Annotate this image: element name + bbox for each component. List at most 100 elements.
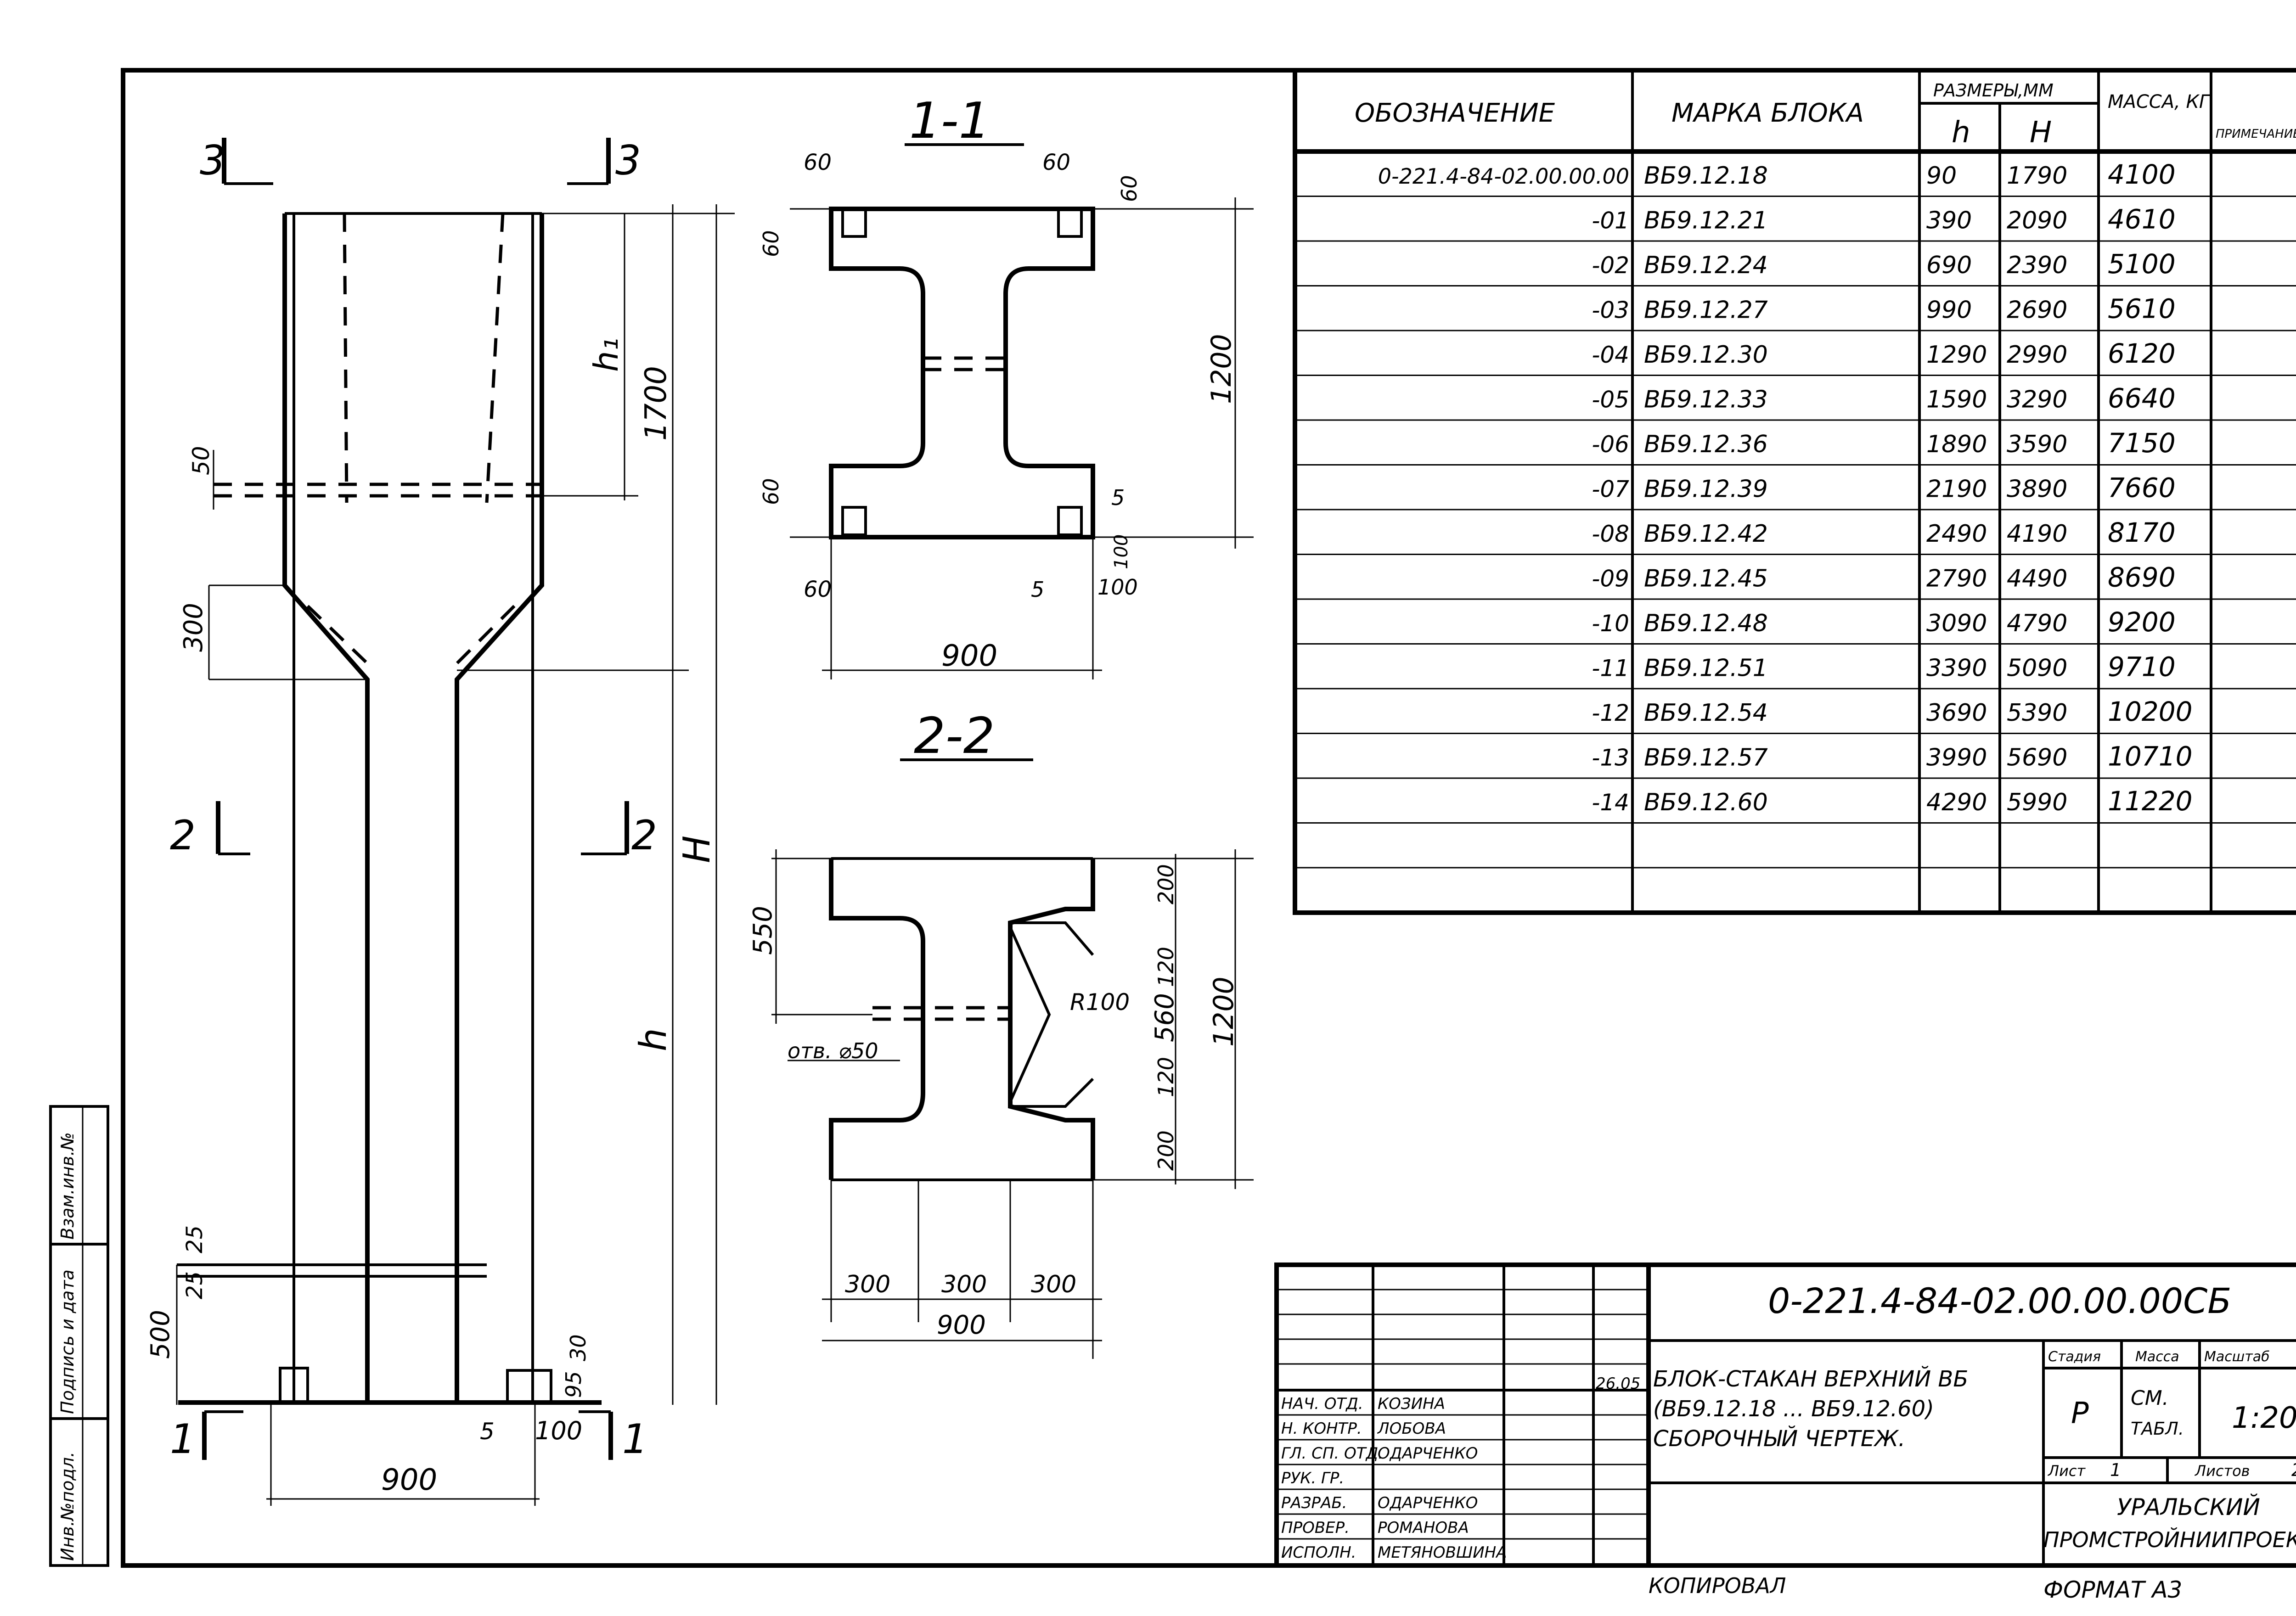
sheet-value: 1 — [2110, 1460, 2121, 1480]
title-line-3: СБОРОЧНЫЙ ЧЕРТЕЖ. — [1653, 1425, 1905, 1452]
section-1-1: 1-1 60 60 60 60 60 60 1200 5 5 100 100 9… — [759, 92, 1254, 679]
spec-cell-H: 1790 — [2007, 162, 2067, 190]
dim-1200-s22: 1200 — [1208, 976, 1240, 1047]
spec-cell-H: 5990 — [2007, 789, 2067, 816]
mass-label: Масса — [2135, 1349, 2179, 1365]
title-block: 0-221.4-84-02.00.00.00СБ БЛОК-СТАКАН ВЕР… — [1274, 1262, 2296, 1568]
dim-30: 30 — [566, 1334, 591, 1361]
section-mark-2-right: 2 — [631, 812, 657, 859]
header-note: ПРИМЕЧАНИЕ — [2216, 127, 2296, 141]
header-h: h — [1952, 116, 1970, 150]
spec-cell-H: 4190 — [2007, 520, 2067, 548]
dim-300-c: 300 — [1031, 1271, 1076, 1298]
dim-900-s11: 900 — [941, 639, 997, 673]
spec-cell-mass: 4610 — [2108, 204, 2176, 235]
dim-60-d: 60 — [1117, 175, 1142, 202]
spec-cell-h: 3390 — [1926, 655, 1987, 682]
spec-cell-mass: 6640 — [2108, 383, 2176, 414]
spec-cell-mark: ВБ9.12.33 — [1644, 386, 1768, 414]
spec-cell-mass: 10710 — [2108, 741, 2193, 772]
spec-cell-mark: ВБ9.12.45 — [1644, 565, 1768, 593]
spec-cell-h: 90 — [1926, 162, 1957, 190]
spec-cell-mark: ВБ9.12.60 — [1644, 789, 1768, 816]
dim-H: H — [675, 836, 718, 863]
section-mark-3-right: 3 — [615, 137, 641, 184]
dim-60-b: 60 — [1042, 150, 1070, 175]
spec-cell-mark: ВБ9.12.24 — [1644, 252, 1768, 279]
role-name: ОДАРЧЕНКО — [1378, 1494, 1478, 1512]
spec-cell-mark: ВБ9.12.51 — [1644, 655, 1768, 682]
role-label: РАЗРАБ. — [1281, 1494, 1347, 1512]
spec-cell-mass: 9710 — [2108, 651, 2176, 683]
spec-cell-h: 2490 — [1926, 520, 1987, 548]
role-label: НАЧ. ОТД. — [1281, 1395, 1363, 1413]
spec-cell-H: 4490 — [2007, 565, 2067, 593]
spec-cell-designation: -09 — [1592, 566, 1629, 592]
section-mark-1-left: 1 — [170, 1415, 196, 1463]
dim-300: 300 — [179, 603, 208, 652]
dim-95: 95 — [561, 1371, 586, 1398]
spec-cell-mark: ВБ9.12.57 — [1644, 744, 1768, 772]
header-sizes: РАЗМЕРЫ,ММ — [1933, 80, 2054, 101]
spec-cell-designation: -04 — [1592, 342, 1629, 368]
header-mass: МАССА, КГ — [2108, 91, 2211, 112]
spec-cell-mass: 10200 — [2108, 696, 2193, 727]
spec-cell-h: 2190 — [1926, 476, 1987, 503]
dim-300-a: 300 — [845, 1271, 890, 1298]
dim-5-elevation: 5 — [480, 1418, 495, 1445]
spec-cell-mark: ВБ9.12.30 — [1644, 341, 1768, 369]
sheet-label: Лист — [2048, 1462, 2086, 1480]
dim-100-s11-b: 100 — [1097, 575, 1138, 600]
side-stamp-inv: Инв.№подл. — [57, 1452, 78, 1561]
spec-cell-mark: ВБ9.12.36 — [1644, 431, 1768, 458]
dim-50: 50 — [188, 446, 214, 475]
spec-cell-h: 4290 — [1926, 789, 1987, 816]
role-name: МЕТЯНОВШИНА — [1378, 1543, 1507, 1562]
spec-cell-mass: 7150 — [2108, 427, 2176, 459]
dim-100-elevation: 100 — [535, 1416, 582, 1445]
spec-cell-mass: 8170 — [2108, 517, 2176, 548]
section-1-1-title: 1-1 — [909, 92, 990, 150]
spec-cell-h: 1590 — [1926, 386, 1987, 414]
spec-cell-H: 2690 — [2007, 297, 2067, 324]
side-stamp: Инв.№подл. Подпись и дата Взам.инв.№ — [49, 1105, 109, 1567]
dim-h: h — [632, 1028, 675, 1051]
dim-300-b: 300 — [941, 1271, 987, 1298]
org-line-1: УРАЛЬСКИЙ — [2117, 1493, 2260, 1521]
dim-900-s22: 900 — [937, 1310, 986, 1340]
dim-550: 550 — [748, 906, 778, 955]
spec-cell-designation: -07 — [1592, 476, 1629, 503]
spec-cell-h: 3990 — [1926, 744, 1987, 772]
spec-table: ОБОЗНАЧЕНИЕ МАРКА БЛОКА РАЗМЕРЫ,ММ h H М… — [1293, 68, 2296, 915]
spec-cell-h: 2790 — [1926, 565, 1987, 593]
spec-cell-h: 690 — [1926, 252, 1972, 279]
dim-900-elevation: 900 — [381, 1463, 437, 1497]
spec-cell-designation: -11 — [1592, 655, 1629, 682]
side-stamp-vzam: Взам.инв.№ — [57, 1132, 78, 1240]
dim-200-a: 200 — [1154, 864, 1178, 904]
role-name: ЛОБОВА — [1377, 1420, 1446, 1438]
spec-cell-designation: -06 — [1592, 431, 1629, 458]
spec-cell-h: 1290 — [1926, 341, 1987, 369]
dim-500: 500 — [146, 1310, 175, 1359]
stage-value: Р — [2071, 1397, 2089, 1431]
dim-120-b: 120 — [1154, 1057, 1178, 1097]
spec-cell-H: 2090 — [2007, 207, 2067, 235]
scale-label: Масштаб — [2204, 1349, 2270, 1365]
spec-cell-mass: 5610 — [2108, 293, 2176, 325]
dim-60-a: 60 — [804, 150, 832, 175]
section-mark-2-left: 2 — [170, 812, 196, 859]
spec-cell-designation: -12 — [1592, 700, 1629, 726]
spec-cell-mass: 5100 — [2108, 248, 2176, 280]
spec-cell-mark: ВБ9.12.39 — [1644, 476, 1768, 503]
dim-hole: отв. ⌀50 — [788, 1038, 878, 1063]
sheet-frame — [121, 68, 2296, 1568]
spec-cell-H: 5390 — [2007, 699, 2067, 727]
header-block-mark: МАРКА БЛОКА — [1671, 98, 1864, 128]
sheets-label: Листов — [2195, 1462, 2250, 1480]
